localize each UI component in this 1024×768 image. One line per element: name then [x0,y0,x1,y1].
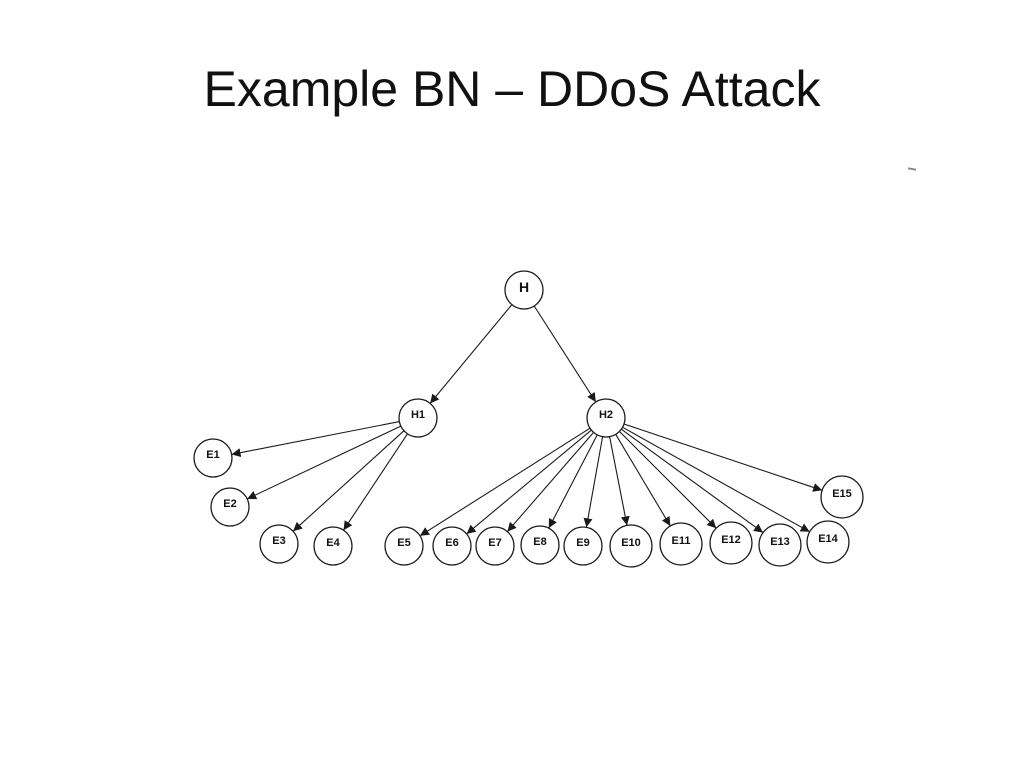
node-label-h2: H2 [599,409,613,421]
node-e5: E5 [384,526,424,566]
slide-title: Example BN – DDoS Attack [203,61,821,117]
node-label-h1: H1 [411,409,425,421]
node-e7: E7 [475,526,515,566]
node-e14: E14 [806,520,850,564]
node-label-e9: E9 [576,537,589,549]
node-label-e7: E7 [488,537,501,549]
edge-h2-e11 [615,434,671,527]
node-circle-e2 [210,487,250,527]
edge-h2-e15 [623,423,823,492]
node-label-e8: E8 [533,536,546,548]
node-e9: E9 [563,526,603,566]
node-e13: E13 [758,523,802,567]
node-label-e14: E14 [818,533,838,545]
node-label-e10: E10 [621,537,641,549]
edge-h2-e7 [506,432,595,532]
node-label-h: H [519,279,529,295]
node-h1: H1 [398,398,438,438]
node-circle-e9 [563,526,603,566]
edge-h2-e14 [622,426,810,533]
node-e11: E11 [659,522,703,566]
node-circle-e4 [313,526,353,566]
node-label-e13: E13 [770,536,790,548]
node-e3: E3 [259,524,299,564]
node-circle-e8 [520,525,560,565]
node-label-e5: E5 [397,537,410,549]
node-h: H [504,270,544,310]
node-circle-e3 [259,524,299,564]
edge-h1-e3 [292,430,405,532]
node-h2: H2 [586,398,626,438]
edge-h2-e8 [548,434,598,529]
node-label-e1: E1 [206,449,219,461]
node-label-e2: E2 [223,498,236,510]
node-e6: E6 [432,526,472,566]
node-circle-h1 [398,398,438,438]
node-label-e12: E12 [721,534,741,546]
edge-h-h2 [533,305,597,403]
edge-h-h1 [429,304,513,404]
node-label-e3: E3 [272,535,285,547]
edge-h1-e1 [231,421,400,458]
node-e15: E15 [820,475,864,519]
edge-h2-e9 [583,436,604,528]
node-label-e6: E6 [445,537,458,549]
node-e12: E12 [709,521,753,565]
node-circle-e7 [475,526,515,566]
edge-h2-e6 [466,429,592,535]
node-circle-e13 [758,523,802,567]
node-circle-e1 [193,438,233,478]
edges-layer [231,304,823,537]
node-circle-h [504,270,544,310]
node-e10: E10 [609,524,653,568]
node-e8: E8 [520,525,560,565]
edge-h2-e12 [619,431,717,529]
node-circle-e12 [709,521,753,565]
node-circle-e11 [659,522,703,566]
node-e2: E2 [210,487,250,527]
edge-h2-e10 [609,436,630,526]
node-circle-h2 [586,398,626,438]
node-label-e4: E4 [326,537,340,549]
edge-h1-e2 [246,425,402,500]
node-circle-e6 [432,526,472,566]
edge-h1-e4 [343,433,408,531]
node-label-e11: E11 [672,535,691,547]
node-circle-e5 [384,526,424,566]
node-circle-e10 [609,524,653,568]
node-circle-e15 [820,475,864,519]
edge-h2-e13 [620,428,764,534]
node-label-e15: E15 [832,488,852,500]
node-e1: E1 [193,438,233,478]
node-e4: E4 [313,526,353,566]
edge-h2-e5 [419,427,591,537]
node-circle-e14 [806,520,850,564]
